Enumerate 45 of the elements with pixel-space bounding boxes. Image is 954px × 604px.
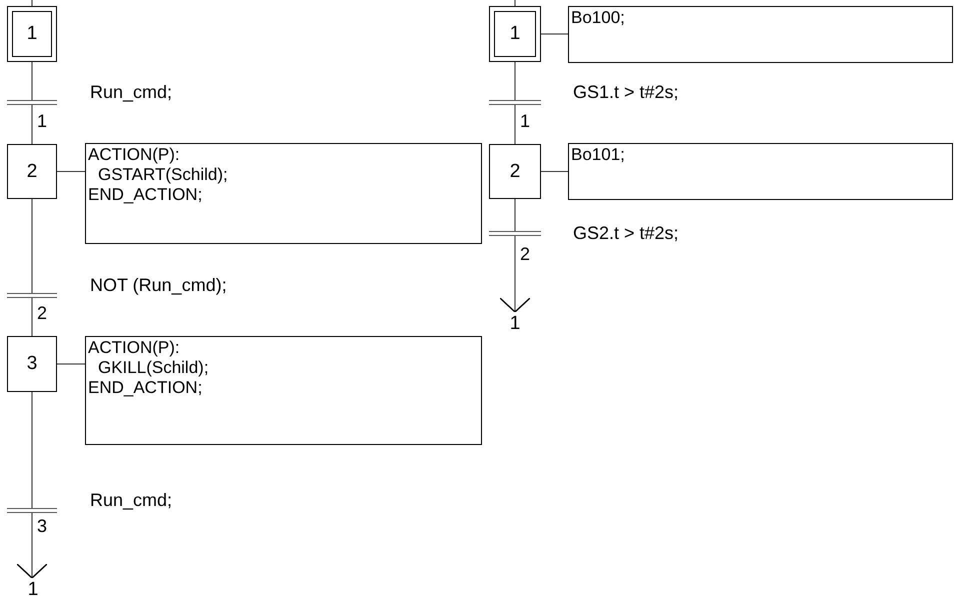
transition-bar — [7, 508, 57, 513]
jump-target-label: 1 — [505, 312, 525, 336]
connector-line — [56, 171, 86, 172]
step-number: 1 — [26, 23, 38, 45]
step-box — [489, 144, 541, 199]
initial-step-box — [7, 6, 57, 62]
step-number: 2 — [510, 160, 520, 182]
connector-line — [514, 0, 516, 6]
connector-line — [540, 171, 568, 172]
transition-bar — [7, 100, 57, 105]
step-box — [7, 336, 57, 392]
action-box — [85, 336, 482, 445]
transition-condition: Run_cmd; — [90, 489, 172, 511]
code-line: Bo101; — [571, 145, 626, 165]
step-number: 3 — [26, 353, 38, 375]
transition-condition: NOT (Run_cmd); — [90, 274, 227, 296]
code-line: END_ACTION; — [88, 185, 204, 205]
step-number: 2 — [26, 160, 38, 182]
code-line: GKILL(Schild); — [97, 358, 210, 378]
code-line: ACTION(P): — [88, 145, 181, 165]
transition-number: 2 — [520, 243, 530, 265]
transition-condition: GS1.t > t#2s; — [573, 81, 679, 103]
transition-number: 2 — [37, 302, 48, 324]
action-box — [85, 143, 482, 244]
code-line: GSTART(Schild); — [97, 165, 229, 185]
transition-bar — [489, 231, 541, 236]
code-line: END_ACTION; — [88, 378, 204, 398]
action-box — [568, 143, 953, 200]
action-box — [568, 6, 953, 63]
code-line: ACTION(P): — [88, 338, 181, 358]
jump-target-label: 1 — [23, 578, 43, 602]
connector-line — [514, 198, 516, 232]
transition-number: 1 — [37, 110, 48, 132]
transition-number: 1 — [520, 110, 530, 132]
transition-bar — [7, 293, 57, 298]
connector-line — [514, 62, 516, 100]
transition-condition: GS2.t > t#2s; — [573, 222, 679, 244]
transition-condition: Run_cmd; — [90, 81, 172, 103]
step-number: 1 — [510, 23, 520, 45]
initial-step-box — [489, 6, 541, 62]
step-box — [7, 144, 57, 199]
code-line: Bo100; — [571, 8, 626, 28]
connector-line — [514, 104, 516, 144]
transition-bar — [489, 100, 541, 105]
transition-number: 3 — [37, 515, 48, 537]
